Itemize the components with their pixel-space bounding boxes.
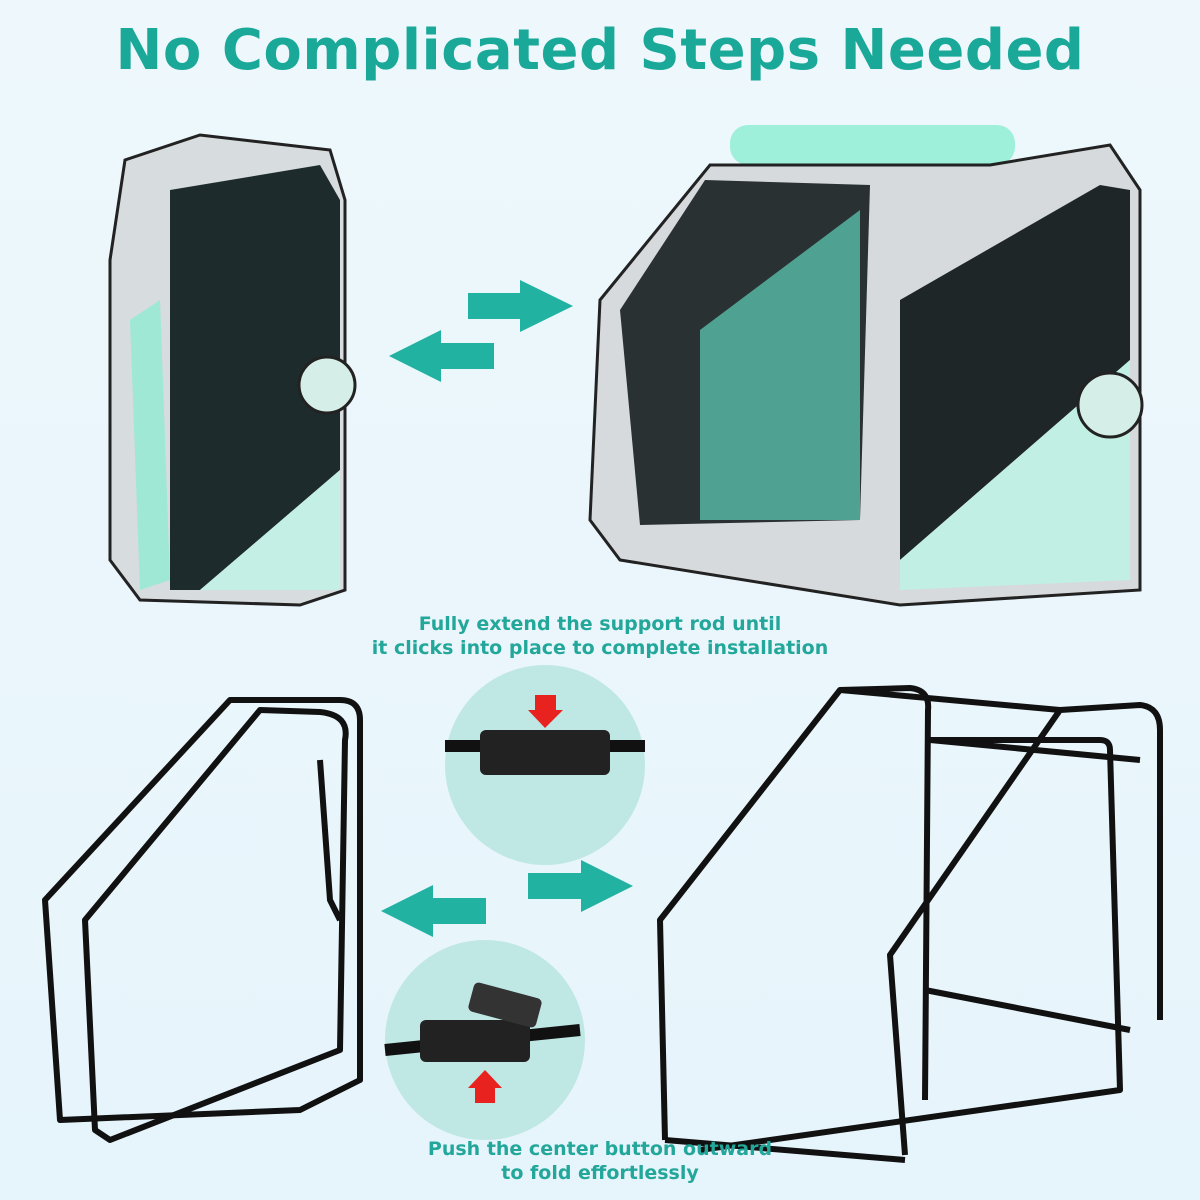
fold-frame-arrow-icon xyxy=(381,885,486,937)
folded-carrier-image xyxy=(108,133,357,607)
extend-caption: Fully extend the support rod until it cl… xyxy=(0,612,1200,660)
fold-arrow-icon xyxy=(389,330,494,382)
push-up-arrow-icon xyxy=(468,1070,502,1088)
headline: No Complicated Steps Needed xyxy=(115,18,1085,83)
extend-caption-line2: it clicks into place to complete install… xyxy=(371,637,829,659)
lock-detail-folded xyxy=(384,940,585,1140)
fold-caption: Push the center button outward to fold e… xyxy=(0,1137,1200,1185)
expand-frame-arrow-icon xyxy=(528,860,633,912)
fold-caption-line1: Push the center button outward xyxy=(427,1138,773,1160)
extend-caption-line1: Fully extend the support rod until xyxy=(418,613,782,635)
assembled-carrier-image xyxy=(588,125,1144,607)
push-arrow-icon xyxy=(535,695,556,710)
fold-caption-line2: to fold effortlessly xyxy=(501,1162,699,1184)
assembled-frame-image xyxy=(657,685,1163,1163)
folded-frame-image xyxy=(42,697,363,1143)
lock-detail-extended xyxy=(445,665,645,865)
expand-arrow-icon xyxy=(468,280,573,332)
